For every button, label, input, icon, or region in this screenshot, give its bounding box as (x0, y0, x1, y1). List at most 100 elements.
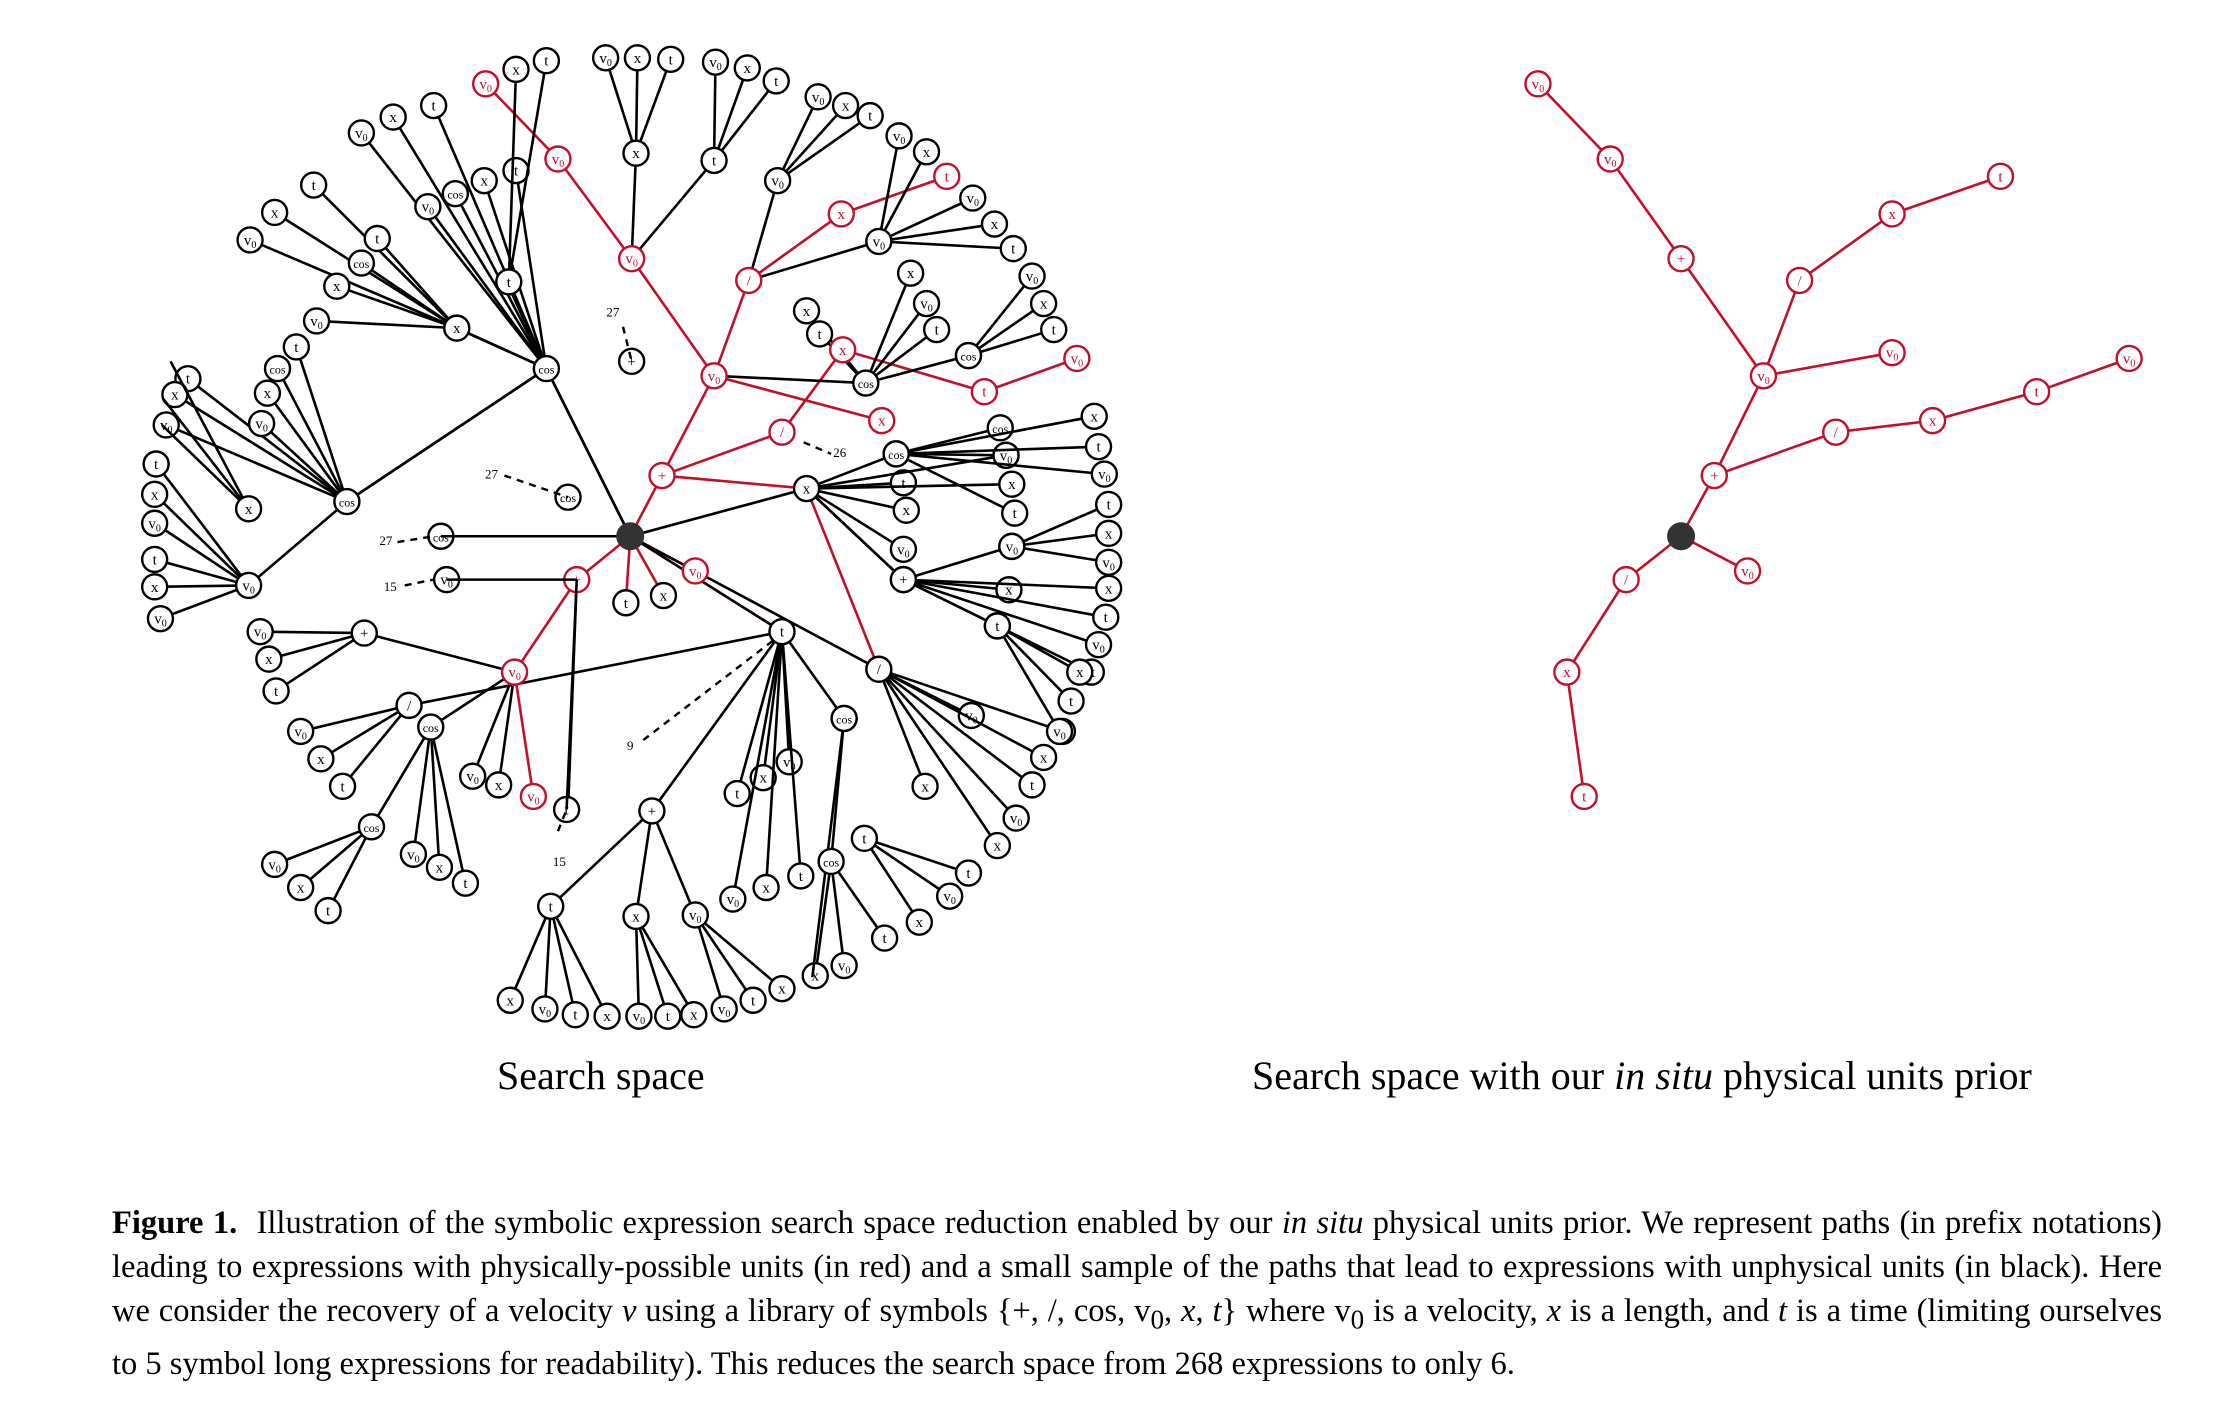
caption-math-t2: t (1778, 1293, 1788, 1329)
full-edge (806, 452, 897, 490)
full-node-circle (768, 974, 796, 1003)
full-node-circle (787, 862, 815, 890)
full-edge (864, 272, 912, 384)
full-node-circle (379, 103, 407, 131)
ellipsis-count: 15 (553, 854, 566, 869)
full-node-label: x (480, 174, 488, 190)
full-node: v0 (140, 509, 169, 537)
reduced-edge (1713, 375, 1765, 477)
full-node-circle (912, 138, 941, 166)
full-node: x (425, 853, 454, 881)
full-edge (295, 346, 349, 502)
full-node: x (1094, 519, 1123, 548)
full-node-circle (347, 249, 376, 277)
full-node-circle (830, 951, 858, 980)
full-edge (153, 522, 250, 587)
full-edge (312, 184, 458, 330)
full-edge (747, 212, 843, 282)
full-node: x (792, 474, 821, 503)
full-node: v0 (719, 885, 747, 913)
full-node: v0 (935, 882, 964, 910)
reduced-node: v0 (1596, 145, 1624, 173)
full-node: t (537, 892, 565, 920)
full-node-circle (357, 813, 386, 841)
full-node: cos (357, 813, 386, 841)
full-node-label: cos (538, 363, 554, 377)
full-node-label: t (573, 1008, 578, 1024)
reduced-edge (1713, 430, 1837, 477)
full-node-circle (656, 45, 685, 73)
full-node: x (623, 44, 652, 72)
full-node: v0 (1018, 262, 1046, 290)
reduced-node-circle (1986, 162, 2015, 191)
full-node-circle (333, 487, 361, 516)
full-edge (805, 488, 881, 670)
full-node: t (723, 779, 751, 808)
full-node-circle (425, 853, 454, 881)
full-node: cos (417, 713, 445, 741)
reduced-node-label: x (1888, 207, 1896, 223)
caption-label: Figure 1. (112, 1205, 238, 1241)
full-node-label: t (901, 476, 906, 492)
full-node-circle (443, 314, 471, 342)
full-edge (967, 302, 1045, 357)
full-edge (336, 284, 458, 330)
full-node-label: t (432, 99, 437, 115)
full-node: t (419, 91, 448, 120)
full-node-label: t (883, 931, 888, 947)
full-node-circle (1092, 603, 1120, 631)
full-node-label: x (495, 778, 503, 794)
full-node-label: cos (423, 721, 439, 735)
full-node-label: x (994, 839, 1002, 855)
full-edge (634, 916, 641, 1017)
full-node-circle (852, 369, 880, 397)
caption-text-2: physical units prior. We represent paths… (112, 1205, 2162, 1329)
full-node-circle (870, 924, 899, 952)
reduced-node-label: t (1998, 169, 2003, 185)
ellipsis-line (621, 326, 633, 362)
full-node: t (363, 224, 391, 253)
full-node: x (255, 645, 283, 673)
full-node-circle (1018, 262, 1046, 290)
full-node-label: t (712, 153, 717, 169)
caption-math-x: x (1181, 1293, 1196, 1329)
full-node-physical: v0 (1063, 344, 1091, 373)
full-node-circle (484, 771, 513, 799)
full-edge (776, 104, 847, 182)
full-edge (780, 630, 846, 720)
full-node-circle (323, 272, 351, 300)
full-node-physical: v0 (544, 145, 572, 173)
full-node: x (502, 55, 530, 84)
full-node: v0 (286, 717, 315, 746)
full-node: t (1092, 603, 1120, 631)
full-node-circle (792, 474, 821, 503)
full-edge (513, 578, 578, 673)
reduced-node-circle (2022, 378, 2051, 406)
right-panel-title-post: physical units prior (1713, 1053, 2032, 1098)
full-node-physical-label: / (780, 425, 785, 441)
full-edge (713, 374, 866, 385)
full-node-label: t (624, 596, 629, 612)
reduced-node: / (1822, 418, 1850, 446)
full-node: v0 (1090, 460, 1119, 488)
reduced-edge (1891, 175, 2001, 216)
full-edge (878, 668, 1045, 759)
ellipsis-count: 27 (606, 305, 620, 320)
full-node-physical-circle (648, 461, 676, 490)
full-node-circle (140, 573, 169, 601)
full-node: x (752, 873, 780, 902)
full-node-circle (302, 307, 331, 335)
full-search-space-tree: txv0v0cosxttxv0tcosxv0txv0v0xcosttxv0v0x… (140, 44, 1123, 1030)
full-node: x (622, 902, 650, 931)
full-node: x (905, 908, 934, 936)
full-edge (159, 584, 250, 620)
ellipsis-line (556, 809, 568, 832)
full-node: t (787, 862, 815, 890)
full-node: x (801, 961, 829, 990)
full-edge (266, 392, 348, 503)
full-node-circle (234, 495, 263, 523)
full-node-label: cos (888, 448, 904, 462)
ellipsis-line (504, 474, 569, 499)
full-node-circle (622, 902, 650, 931)
full-node-circle (314, 896, 342, 925)
